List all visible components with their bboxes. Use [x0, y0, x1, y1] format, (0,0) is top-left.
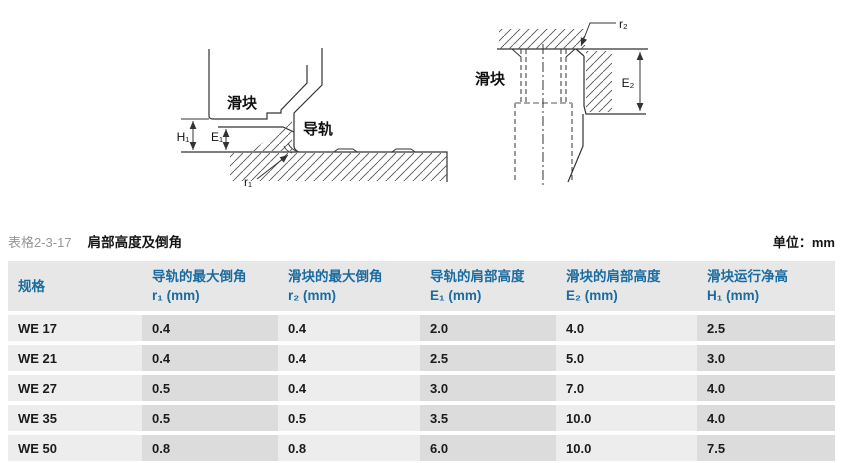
column-title: 滑块的最大倒角: [288, 269, 383, 284]
value-cell: 0.4: [142, 315, 278, 341]
r2-dimension-label: r₂: [619, 17, 628, 31]
rail-slider-side-diagram: [181, 48, 448, 182]
value-cell: 0.5: [142, 405, 278, 431]
column-title: 滑块的肩部高度: [566, 269, 661, 284]
value-cell: 0.5: [278, 405, 420, 431]
value-cell: 10.0: [556, 405, 697, 431]
e2-dimension-label: E₂: [622, 76, 635, 90]
value-cell: 5.0: [556, 345, 697, 371]
e1-dimension-label: E₁: [211, 130, 223, 144]
column-subtitle: E₁ (mm): [430, 288, 482, 303]
unit-label: 单位：mm: [772, 235, 835, 250]
spec-cell: WE 27: [8, 375, 142, 401]
table-row: WE 17 0.4 0.4 2.0 4.0 2.5: [8, 315, 835, 341]
column-subtitle: r₂ (mm): [288, 288, 337, 303]
value-cell: 4.0: [697, 375, 835, 401]
column-subtitle: E₂ (mm): [566, 288, 618, 303]
spec-cell: WE 21: [8, 345, 142, 371]
value-cell: 0.4: [278, 375, 420, 401]
spec-cell: WE 50: [8, 435, 142, 461]
value-cell: 2.5: [697, 315, 835, 341]
column-header-e1: 导轨的肩部高度 E₁ (mm): [420, 261, 556, 311]
table-caption: 表格2-3-17 肩部高度及倒角 单位：mm: [8, 231, 835, 251]
left-diagram-labels: 滑块 导轨 H₁ E₁ r₁: [177, 95, 333, 189]
column-subtitle: H₁ (mm): [707, 288, 760, 303]
table-row: WE 35 0.5 0.5 3.5 10.0 4.0: [8, 405, 835, 431]
h1-dimension-label: H₁: [177, 130, 190, 144]
column-header-h1: 滑块运行净高 H₁ (mm): [697, 261, 835, 311]
diagram-strip: 滑块 导轨 H₁ E₁ r₁: [177, 17, 648, 189]
table-number-label: 表格2-3-17: [8, 235, 72, 250]
value-cell: 3.5: [420, 405, 556, 431]
column-header-e2: 滑块的肩部高度 E₂ (mm): [556, 261, 697, 311]
value-cell: 7.5: [697, 435, 835, 461]
value-cell: 0.4: [278, 315, 420, 341]
column-header-r1: 导轨的最大倒角 r₁ (mm): [142, 261, 278, 311]
table-title: 肩部高度及倒角: [87, 235, 183, 250]
table-header-row: 规格 导轨的最大倒角 r₁ (mm) 滑块的最大倒角 r₂ (mm) 导轨的肩部…: [8, 261, 835, 311]
table-row: WE 21 0.4 0.4 2.5 5.0 3.0: [8, 345, 835, 371]
slider-label: 滑块: [475, 71, 506, 88]
column-title: 导轨的最大倒角: [152, 269, 247, 284]
value-cell: 6.0: [420, 435, 556, 461]
value-cell: 10.0: [556, 435, 697, 461]
value-cell: 0.5: [142, 375, 278, 401]
column-header-spec: 规格: [8, 261, 142, 311]
value-cell: 3.0: [420, 375, 556, 401]
value-cell: 2.5: [420, 345, 556, 371]
slider-label: 滑块: [227, 95, 258, 112]
value-cell: 0.8: [142, 435, 278, 461]
column-header-r2: 滑块的最大倒角 r₂ (mm): [278, 261, 420, 311]
value-cell: 0.8: [278, 435, 420, 461]
dimension-table: 规格 导轨的最大倒角 r₁ (mm) 滑块的最大倒角 r₂ (mm) 导轨的肩部…: [8, 261, 835, 461]
value-cell: 4.0: [556, 315, 697, 341]
table-row: WE 27 0.5 0.4 3.0 7.0 4.0: [8, 375, 835, 401]
rail-label: 导轨: [303, 120, 333, 138]
spec-cell: WE 17: [8, 315, 142, 341]
right-diagram-labels: 滑块 r₂ E₂: [475, 17, 635, 90]
spec-cell: WE 35: [8, 405, 142, 431]
table-row: WE 50 0.8 0.8 6.0 10.0 7.5: [8, 435, 835, 461]
value-cell: 0.4: [278, 345, 420, 371]
value-cell: 2.0: [420, 315, 556, 341]
column-title: 规格: [18, 278, 45, 294]
r1-dimension-label: r₁: [244, 175, 252, 189]
column-title: 导轨的肩部高度: [430, 269, 525, 284]
column-title: 滑块运行净高: [707, 269, 788, 284]
value-cell: 3.0: [697, 345, 835, 371]
slider-top-mount-diagram: [497, 22, 648, 185]
value-cell: 0.4: [142, 345, 278, 371]
column-subtitle: r₁ (mm): [152, 288, 200, 303]
value-cell: 7.0: [556, 375, 697, 401]
value-cell: 4.0: [697, 405, 835, 431]
